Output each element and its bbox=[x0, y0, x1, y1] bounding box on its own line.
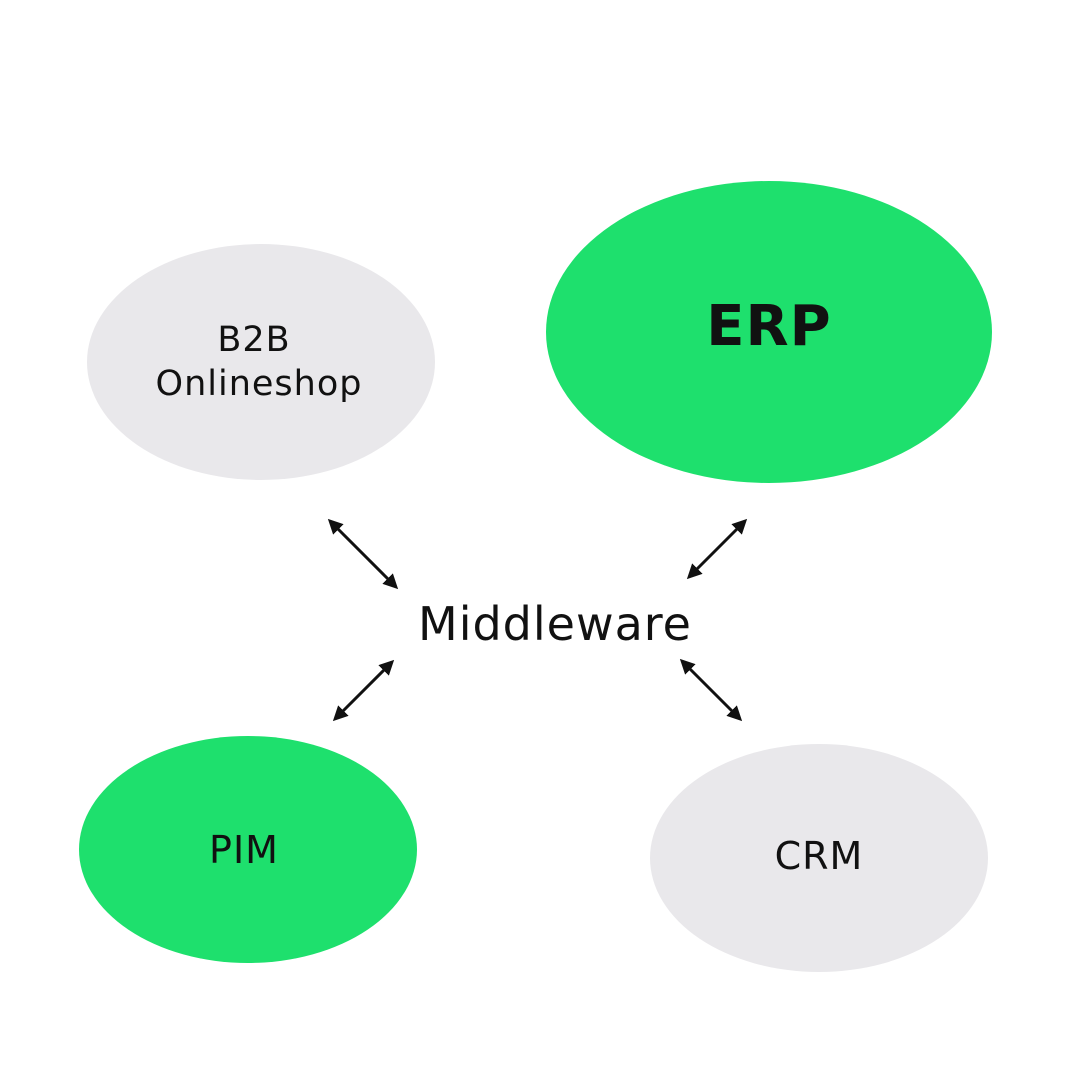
b2b-middleware-bidirectional-arrow bbox=[327, 518, 399, 590]
pim-middleware-bidirectional-arrow bbox=[332, 659, 395, 722]
crm-node: CRM bbox=[650, 744, 988, 972]
pim-node: PIM bbox=[79, 736, 417, 963]
erp-node: ERP bbox=[546, 181, 992, 483]
erp-middleware-bidirectional-arrow bbox=[686, 518, 748, 580]
b2b-node-label-line2: Onlineshop bbox=[155, 364, 363, 404]
middleware-hub-label: Middleware bbox=[418, 597, 692, 651]
b2b-node-label-line1: B2B bbox=[217, 320, 291, 360]
crm-middleware-bidirectional-arrow bbox=[679, 658, 743, 722]
pim-node-label: PIM bbox=[209, 827, 279, 872]
crm-node-label: CRM bbox=[774, 834, 864, 878]
erp-node-label: ERP bbox=[706, 293, 832, 359]
b2b-onlineshop-node: B2B Onlineshop bbox=[87, 244, 435, 480]
